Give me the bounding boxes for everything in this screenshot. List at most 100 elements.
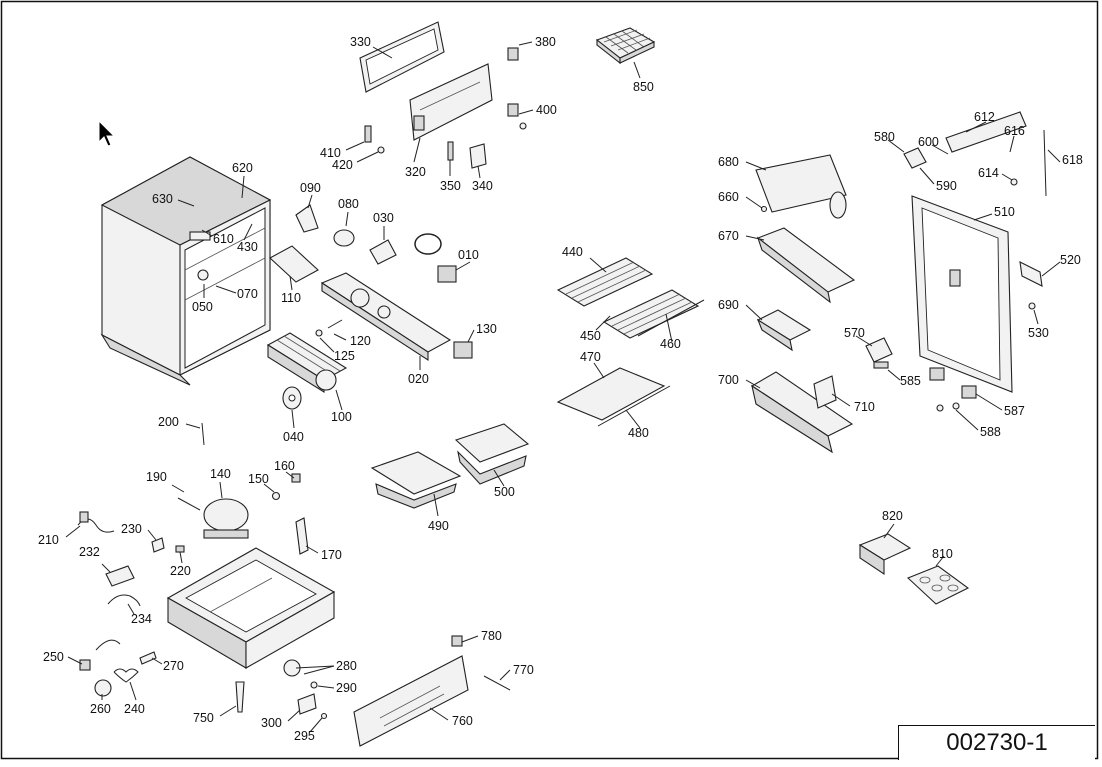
label-700: 700 xyxy=(718,373,739,387)
mouse-pointer-icon xyxy=(98,120,116,147)
small-parts-top xyxy=(364,47,527,169)
door-shelves xyxy=(750,154,856,454)
main-door-part xyxy=(865,111,1047,412)
label-460: 460 xyxy=(660,337,681,351)
part-labels: 330 380 850 400 410 420 320 350 340 630 … xyxy=(38,35,1083,743)
label-770: 770 xyxy=(513,663,534,677)
label-588: 588 xyxy=(980,425,1001,439)
label-660: 660 xyxy=(718,190,739,204)
label-610: 610 xyxy=(213,232,234,246)
label-170: 170 xyxy=(321,548,342,562)
label-710: 710 xyxy=(854,400,875,414)
label-295: 295 xyxy=(294,729,315,743)
label-260: 260 xyxy=(90,702,111,716)
label-490: 490 xyxy=(428,519,449,533)
label-587: 587 xyxy=(1004,404,1025,418)
label-620: 620 xyxy=(232,161,253,175)
label-780: 780 xyxy=(481,629,502,643)
label-580: 580 xyxy=(874,130,895,144)
label-140: 140 xyxy=(210,467,231,481)
label-220: 220 xyxy=(170,564,191,578)
label-590: 590 xyxy=(936,179,957,193)
label-470: 470 xyxy=(580,350,601,364)
label-280: 280 xyxy=(336,659,357,673)
cabinet-body xyxy=(100,156,272,386)
label-290: 290 xyxy=(336,681,357,695)
label-130: 130 xyxy=(476,322,497,336)
egg-tray-parts xyxy=(858,533,970,605)
label-300: 300 xyxy=(261,716,282,730)
label-380: 380 xyxy=(535,35,556,49)
label-020: 020 xyxy=(408,372,429,386)
label-320: 320 xyxy=(405,165,426,179)
label-500: 500 xyxy=(494,485,515,499)
label-585: 585 xyxy=(900,374,921,388)
label-616: 616 xyxy=(1004,124,1025,138)
label-480: 480 xyxy=(628,426,649,440)
label-040: 040 xyxy=(283,430,304,444)
label-232: 232 xyxy=(79,545,100,559)
label-820: 820 xyxy=(882,509,903,523)
gasket-part xyxy=(359,21,445,93)
label-240: 240 xyxy=(124,702,145,716)
crisper-drawers xyxy=(370,423,530,509)
label-630: 630 xyxy=(152,192,173,206)
label-030: 030 xyxy=(373,211,394,225)
electrical-parts xyxy=(77,511,328,720)
label-410: 410 xyxy=(320,146,341,160)
freezer-door-part xyxy=(409,63,493,141)
label-234: 234 xyxy=(131,612,152,626)
label-050: 050 xyxy=(192,300,213,314)
label-120: 120 xyxy=(350,334,371,348)
label-210: 210 xyxy=(38,533,59,547)
label-810: 810 xyxy=(932,547,953,561)
control-panel-part xyxy=(320,272,473,362)
thermostat-parts xyxy=(269,204,457,337)
label-520: 520 xyxy=(1060,253,1081,267)
label-110: 110 xyxy=(281,291,301,305)
label-125: 125 xyxy=(334,349,355,363)
drawing-number-box: 002730-1 xyxy=(898,725,1095,760)
label-850: 850 xyxy=(633,80,654,94)
label-690: 690 xyxy=(718,298,739,312)
label-100: 100 xyxy=(331,410,352,424)
label-340: 340 xyxy=(472,179,493,193)
leader-lines xyxy=(65,41,1061,733)
label-450: 450 xyxy=(580,329,601,343)
label-090: 090 xyxy=(300,181,321,195)
label-330: 330 xyxy=(350,35,371,49)
label-750: 750 xyxy=(193,711,214,725)
label-190: 190 xyxy=(146,470,167,484)
label-230: 230 xyxy=(121,522,142,536)
label-612: 612 xyxy=(974,110,995,124)
label-760: 760 xyxy=(452,714,473,728)
label-618: 618 xyxy=(1062,153,1083,167)
label-350: 350 xyxy=(440,179,461,193)
compressor-part xyxy=(177,422,309,555)
label-680: 680 xyxy=(718,155,739,169)
label-150: 150 xyxy=(248,472,269,486)
ice-tray-part xyxy=(595,27,656,65)
label-600: 600 xyxy=(918,135,939,149)
label-070: 070 xyxy=(237,287,258,301)
label-614: 614 xyxy=(978,166,999,180)
label-160: 160 xyxy=(274,459,295,473)
label-200: 200 xyxy=(158,415,179,429)
label-570: 570 xyxy=(844,326,865,340)
label-530: 530 xyxy=(1028,326,1049,340)
label-080: 080 xyxy=(338,197,359,211)
label-400: 400 xyxy=(536,103,557,117)
label-420: 420 xyxy=(332,158,353,172)
evaporator-part xyxy=(266,332,348,410)
label-510: 510 xyxy=(994,205,1015,219)
label-430: 430 xyxy=(237,240,258,254)
label-670: 670 xyxy=(718,229,739,243)
base-tray-part xyxy=(166,547,336,669)
label-010: 010 xyxy=(458,248,479,262)
label-250: 250 xyxy=(43,650,64,664)
kick-plate-part xyxy=(353,635,511,747)
label-440: 440 xyxy=(562,245,583,259)
wire-shelf-part xyxy=(556,257,705,339)
